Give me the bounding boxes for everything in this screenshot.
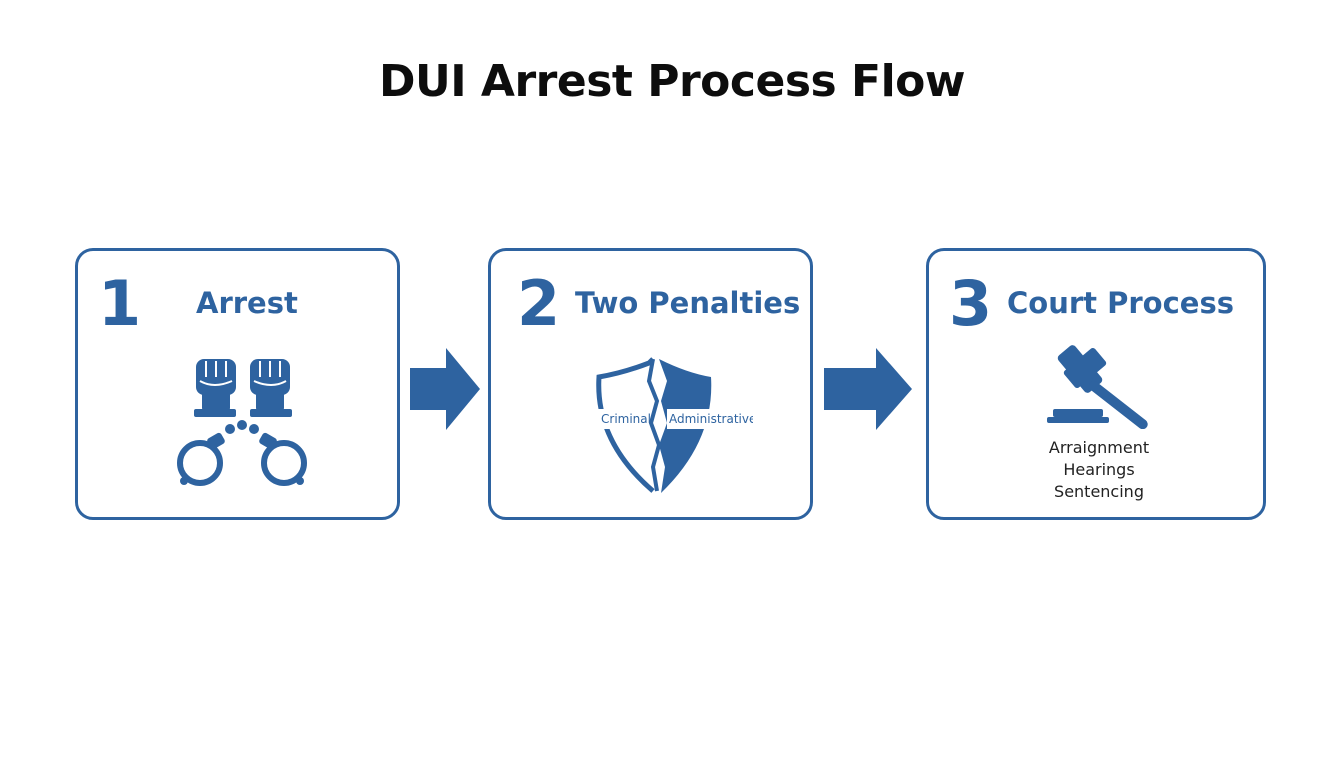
- list-item: Hearings: [1063, 460, 1135, 479]
- step-label: Arrest: [196, 286, 298, 320]
- step-box-court-process: 3 Court Process Arraignment Hearings Sen…: [926, 248, 1266, 520]
- step-box-two-penalties: 2 Two Penalties Criminal Administrative: [488, 248, 813, 520]
- step-number: 3: [949, 267, 993, 340]
- arrow-right-icon: [410, 348, 480, 430]
- shield-left-label: Criminal: [601, 412, 651, 426]
- split-shield-icon: Criminal Administrative: [595, 357, 753, 493]
- step-box-arrest: 1 Arrest: [75, 248, 400, 520]
- step-number: 1: [98, 267, 142, 340]
- handcuffs-icon: [177, 420, 307, 486]
- arrow-right-icon: [824, 348, 912, 430]
- step-number: 2: [517, 267, 561, 340]
- list-item: Arraignment: [1048, 438, 1150, 457]
- step-label: Court Process: [1007, 286, 1234, 320]
- shield-right-label: Administrative: [669, 412, 753, 426]
- list-item: Sentencing: [1054, 482, 1144, 501]
- diagram-title: DUI Arrest Process Flow: [378, 56, 966, 107]
- gavel-icon: [1047, 345, 1148, 429]
- court-process-list: Arraignment Hearings Sentencing: [929, 437, 1269, 503]
- fists-icon: [194, 359, 292, 417]
- step-label: Two Penalties: [575, 286, 801, 320]
